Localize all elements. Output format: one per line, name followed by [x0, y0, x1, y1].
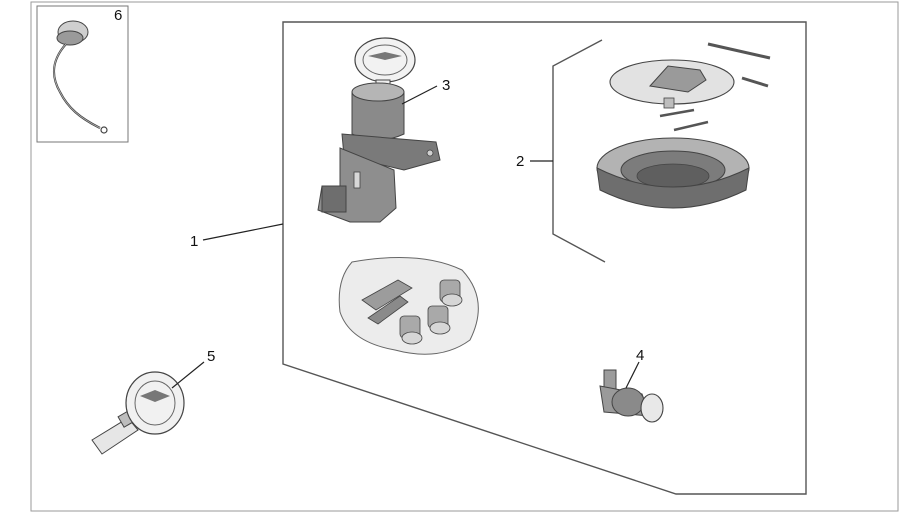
- page-border: [30, 1, 899, 512]
- key-blade: [91, 417, 139, 455]
- cylinder-ring: [611, 387, 645, 417]
- part-6-wire-grommet: [52, 20, 108, 134]
- cylinder-face: [640, 393, 664, 423]
- pin-3: [659, 108, 695, 118]
- callout-5: 5: [207, 348, 215, 365]
- bag-key-blade-2: [367, 295, 409, 325]
- callout-2: 2: [516, 153, 524, 170]
- kit-outline-part-1: [282, 21, 807, 495]
- lock-barrel-bag: [338, 257, 479, 355]
- wire-highlight: [53, 43, 101, 129]
- wire-terminal: [100, 126, 108, 134]
- part-5-key: [91, 371, 185, 455]
- key-fob-emblem: [134, 380, 176, 426]
- key-emblem: [362, 44, 408, 76]
- switch-cylinder-top: [351, 82, 405, 102]
- barrel-2: [427, 305, 451, 335]
- callout-1: 1: [190, 233, 198, 250]
- key-fob-wings: [140, 390, 170, 402]
- callout-3: 3: [442, 77, 450, 94]
- part-3-ignition-switch: [317, 37, 441, 223]
- barrel-1: [439, 279, 463, 307]
- barrel-3: [399, 315, 423, 345]
- switch-slot: [353, 171, 361, 189]
- part-2-fuel-cap: [596, 42, 771, 209]
- flange-hole: [426, 149, 434, 157]
- cap-base-opening: [636, 163, 710, 189]
- pin-2: [741, 76, 769, 88]
- key-emblem-wings: [368, 52, 402, 60]
- pin-4: [673, 120, 709, 132]
- callout-4: 4: [636, 347, 644, 364]
- callout-6: 6: [114, 7, 122, 24]
- bracket-part-2: [552, 39, 606, 263]
- leader-1: [202, 223, 284, 241]
- grommet-cap-inner: [56, 30, 84, 46]
- cap-base-skirt: [596, 167, 750, 209]
- cap-lid-latch: [663, 97, 675, 109]
- bag-key-blade: [361, 279, 413, 311]
- cap-lid-hinge: [649, 65, 707, 93]
- switch-connector: [321, 185, 347, 213]
- leader-4: [625, 361, 640, 389]
- pin-1: [707, 42, 771, 60]
- part-4-lock-cylinder: [599, 369, 664, 423]
- leader-5: [171, 361, 205, 389]
- leader-3: [401, 85, 438, 105]
